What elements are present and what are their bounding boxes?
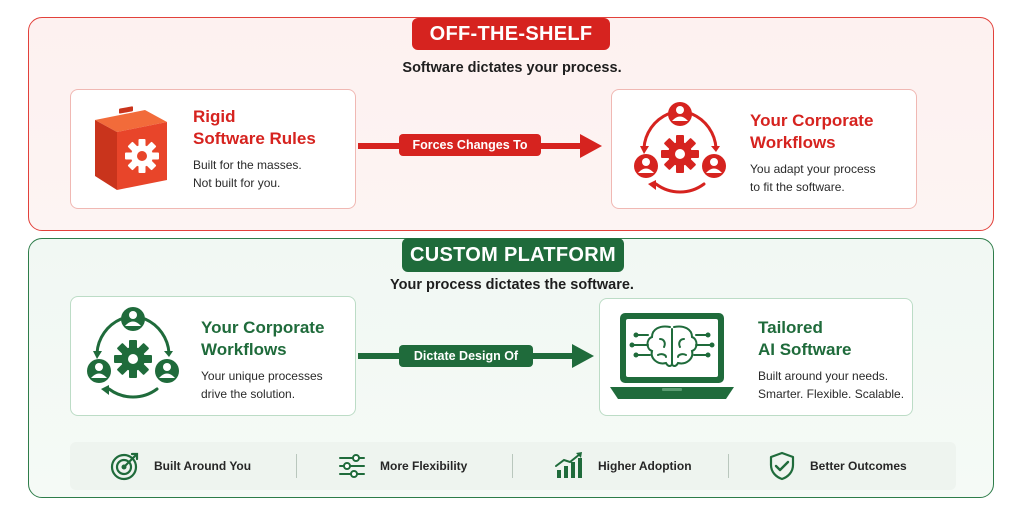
workflows-red-title-line1: Your Corporate — [750, 111, 874, 130]
benefit-divider — [296, 454, 297, 478]
corporate-workflows-card-green: Your Corporate Workflows Your unique pro… — [70, 296, 356, 416]
growth-chart-icon — [555, 452, 582, 478]
benefit-label: Higher Adoption — [598, 459, 692, 473]
benefit-label: Built Around You — [154, 459, 252, 473]
corporate-workflows-card-red: Your Corporate Workflows You adapt your … — [611, 89, 917, 209]
benefits-bar: Built Around You More Flexibility — [70, 442, 956, 490]
rigid-desc-line1: Built for the masses. — [193, 158, 302, 172]
workflows-red-desc-line1: You adapt your process — [750, 162, 876, 176]
rigid-title-line2: Software Rules — [193, 129, 316, 148]
workflows-green-desc-line1: Your unique processes — [201, 369, 323, 383]
workflows-green-title-line2: Workflows — [201, 340, 287, 359]
benefit-divider — [728, 454, 729, 478]
sliders-icon — [339, 454, 365, 478]
benefit-divider — [512, 454, 513, 478]
rigid-title-line1: Rigid — [193, 107, 236, 126]
custom-platform-title: CUSTOM PLATFORM — [402, 238, 624, 272]
forces-changes-label: Forces Changes To — [399, 134, 541, 156]
benefit-label: More Flexibility — [380, 459, 468, 473]
workflows-red-title-line2: Workflows — [750, 133, 836, 152]
benefit-built-around-you: Built Around You — [110, 442, 251, 490]
ai-title-line2: AI Software — [758, 340, 852, 359]
benefit-better-outcomes: Better Outcomes — [768, 442, 907, 490]
ai-desc-line1: Built around your needs. — [758, 369, 889, 383]
people-cycle-gear-icon — [634, 102, 726, 194]
custom-platform-subtitle: Your process dictates the software. — [390, 277, 634, 293]
rigid-desc-line2: Not built for you. — [193, 176, 281, 190]
rigid-software-card: Rigid Software Rules Built for the masse… — [70, 89, 356, 209]
off-the-shelf-subtitle: Software dictates your process. — [402, 60, 622, 76]
workflows-red-desc-line2: to fit the software. — [750, 180, 845, 194]
workflows-green-desc-line2: drive the solution. — [201, 387, 296, 401]
people-cycle-gear-icon — [87, 307, 179, 399]
benefit-label: Better Outcomes — [810, 459, 907, 473]
ai-desc-line2: Smarter. Flexible. Scalable. — [758, 387, 905, 401]
ai-title-line1: Tailored — [758, 318, 823, 337]
box-gear-icon — [95, 106, 167, 190]
shield-check-icon — [769, 451, 795, 481]
benefit-higher-adoption: Higher Adoption — [554, 442, 692, 490]
laptop-brain-icon — [610, 313, 734, 399]
tailored-ai-card: Tailored AI Software Built around your n… — [599, 298, 913, 416]
target-icon — [110, 452, 139, 481]
off-the-shelf-title: OFF-THE-SHELF — [412, 18, 610, 50]
dictate-design-label: Dictate Design Of — [399, 345, 533, 367]
benefit-more-flexibility: More Flexibility — [338, 442, 467, 490]
workflows-green-title-line1: Your Corporate — [201, 318, 325, 337]
